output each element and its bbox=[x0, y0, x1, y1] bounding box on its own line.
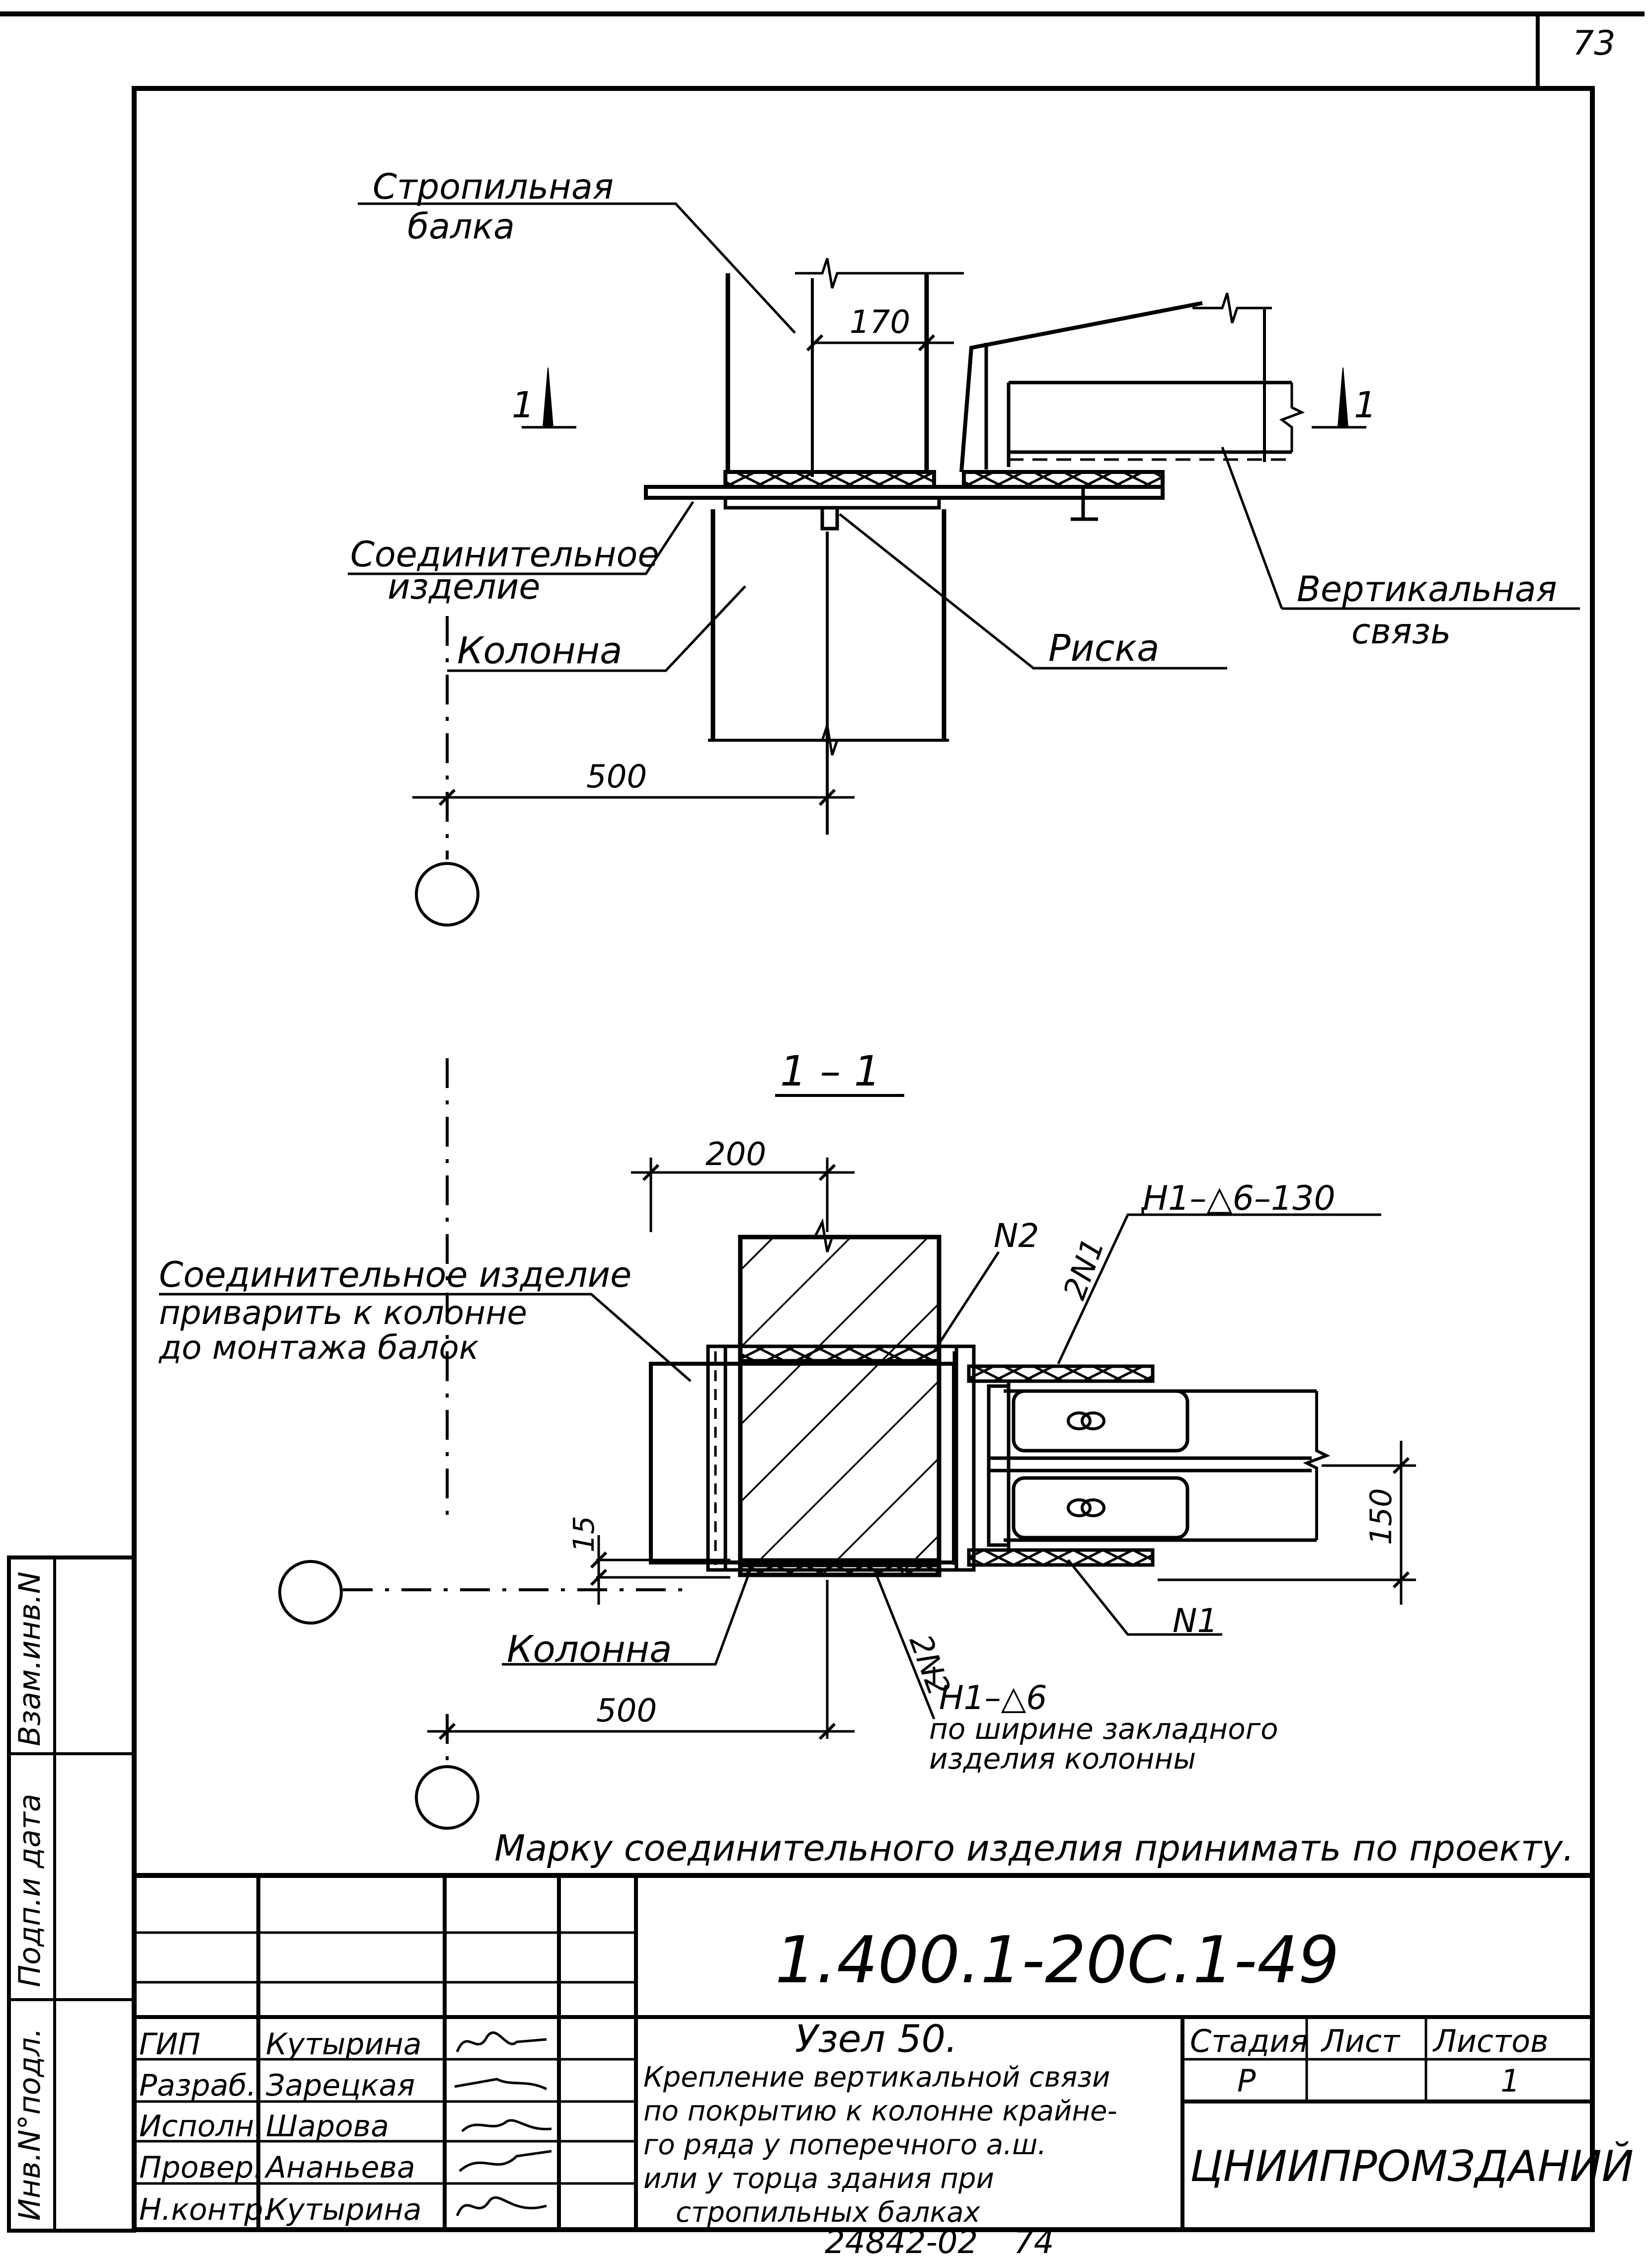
dim-500-top: 500 bbox=[586, 759, 647, 795]
name-gip: Кутырина bbox=[266, 2027, 422, 2062]
connector-note-2: приварить к колонне bbox=[159, 1294, 527, 1332]
connector-note-1: Соединительное изделие bbox=[159, 1254, 631, 1295]
signatures bbox=[454, 2031, 552, 2216]
stamp-sign-date: Подп.и дата bbox=[12, 1793, 47, 1987]
connector-label-2: изделие bbox=[388, 566, 540, 607]
description-line-3: го ряда у поперечного а.ш. bbox=[643, 2129, 1046, 2161]
rafter-beam-label-1: Стропильная bbox=[373, 166, 614, 207]
name-checker: Ананьева bbox=[264, 2150, 415, 2185]
role-norm-control: Н.контр. bbox=[139, 2192, 272, 2227]
top-detail bbox=[348, 202, 1580, 927]
name-developer: Зарецкая bbox=[266, 2068, 415, 2103]
weld-top: H1–△6–130 bbox=[1143, 1179, 1336, 1218]
stage-label: Стадия bbox=[1190, 2023, 1308, 2059]
node-title: Узел 50. bbox=[795, 2017, 957, 2061]
rafter-beam-label-2: балка bbox=[407, 206, 515, 247]
vertical-brace-label-2: связь bbox=[1351, 611, 1451, 652]
column-label-top: Колонна bbox=[457, 629, 623, 672]
names-column: Кутырина Зарецкая Шарова Ананьева Кутыри… bbox=[264, 2027, 422, 2227]
roles-column: ГИП Разраб. Исполн. Провер. Н.контр. bbox=[139, 2027, 272, 2227]
general-note: Марку соединительного изделия принимать … bbox=[494, 1827, 1574, 1869]
description-line-4: или у торца здания при bbox=[643, 2163, 994, 2195]
sheet-label: Лист bbox=[1321, 2023, 1401, 2059]
footer-code: 24842-02 bbox=[825, 2224, 978, 2256]
risk-label: Риска bbox=[1048, 627, 1159, 670]
signature-3 bbox=[461, 2119, 552, 2132]
doc-code: 1.400.1-20С.1-49 bbox=[775, 1922, 1339, 1998]
vertical-brace-label-1: Вертикальная bbox=[1297, 569, 1557, 610]
role-executor: Исполн. bbox=[139, 2109, 263, 2144]
description-line-1: Крепление вертикальной связи bbox=[643, 2061, 1110, 2094]
title-block bbox=[134, 1873, 1592, 2230]
footer-sheet-no: 74 bbox=[1014, 2224, 1054, 2256]
stamp-inv-no: Инв.N°подл. bbox=[12, 2028, 47, 2221]
role-checker: Провер. bbox=[139, 2150, 263, 2185]
page-number: 73 bbox=[1573, 24, 1616, 63]
dim-150: 150 bbox=[1364, 1488, 1399, 1545]
description-line-5: стропильных балках bbox=[676, 2196, 981, 2229]
top-labels: Стропильная балка 170 1 1 Соединительное… bbox=[350, 166, 1557, 795]
weld-bottom-note-2: изделия колонны bbox=[929, 1742, 1196, 1776]
organization: ЦНИИПРОМЗДАНИЙ bbox=[1190, 2142, 1634, 2191]
stage-value: Р bbox=[1237, 2063, 1256, 2099]
signature-5 bbox=[456, 2196, 547, 2216]
section-labels: 200 H1–△6–130 N2 2N1 Соединительное изде… bbox=[158, 1136, 1399, 1776]
sheets-label: Листов bbox=[1432, 2023, 1549, 2059]
dim-200: 200 bbox=[706, 1136, 766, 1173]
connector-label-1: Соединительное bbox=[350, 534, 659, 575]
signature-4 bbox=[459, 2150, 552, 2172]
section-title: 1 – 1 bbox=[780, 1047, 880, 1095]
connector-note-3: до монтажа балок bbox=[158, 1328, 479, 1367]
role-gip: ГИП bbox=[139, 2027, 200, 2062]
description-line-2: по покрытию к колонне крайне- bbox=[643, 2095, 1117, 2127]
name-executor: Шарова bbox=[266, 2109, 389, 2144]
n2-label: N2 bbox=[994, 1217, 1039, 1255]
dim-500-bottom: 500 bbox=[596, 1693, 657, 1729]
dim-15: 15 bbox=[567, 1516, 601, 1553]
signature-1 bbox=[456, 2031, 547, 2052]
sheets-value: 1 bbox=[1500, 2063, 1520, 2099]
weld-bottom-note-1: по ширине закладного bbox=[929, 1712, 1278, 1746]
name-norm-control: Кутырина bbox=[266, 2192, 422, 2227]
sheet-frame bbox=[0, 11, 1645, 2232]
signature-2 bbox=[454, 2078, 548, 2091]
node-description: Крепление вертикальной связи по покрытию… bbox=[643, 2061, 1117, 2229]
section-mark-left: 1 bbox=[512, 384, 535, 426]
section-detail bbox=[159, 1058, 1416, 1830]
column-label-bottom: Колонна bbox=[507, 1628, 672, 1671]
dim-170: 170 bbox=[850, 304, 910, 341]
side-stamp bbox=[7, 1556, 136, 2233]
role-developer: Разраб. bbox=[139, 2068, 256, 2103]
section-mark-right: 1 bbox=[1354, 384, 1377, 426]
stamp-replace-inv: Взам.инв.N bbox=[12, 1571, 47, 1746]
n1-label: N1 bbox=[1173, 1602, 1218, 1640]
weld-bottom: H1–△6 bbox=[939, 1679, 1047, 1717]
